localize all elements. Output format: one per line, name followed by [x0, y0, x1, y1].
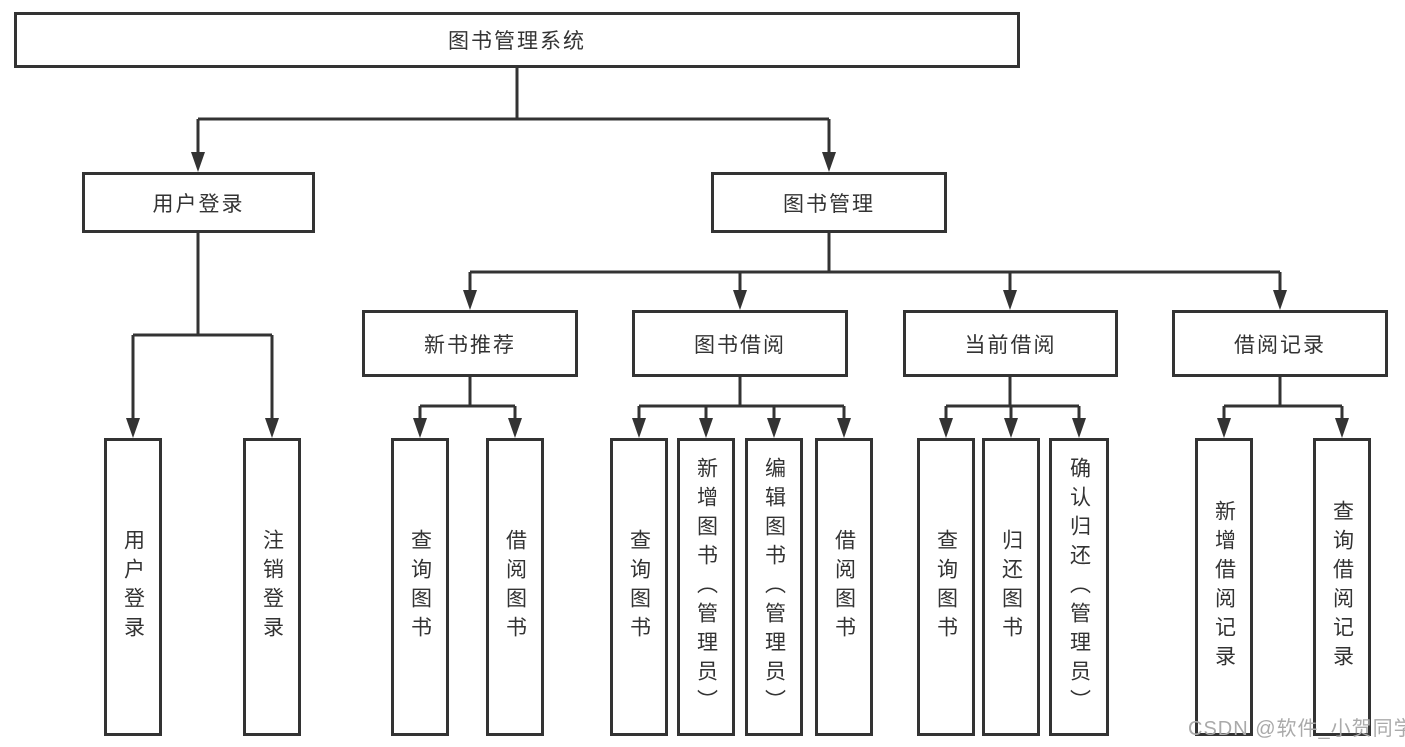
node-label: 图书管理 — [783, 192, 875, 216]
leaf-query-books-borrow: 查询图书 — [610, 438, 668, 736]
node-label: 用户登录 — [152, 192, 245, 216]
node-new-book-recommendation: 新书推荐 — [362, 310, 578, 377]
leaf-return-books: 归还图书 — [982, 438, 1040, 736]
leaf-borrow-books-recommend: 借阅图书 — [486, 438, 544, 736]
node-book-borrowing: 图书借阅 — [632, 310, 848, 377]
node-label: 新增图书（管理员） — [694, 456, 718, 718]
node-label: 借阅记录 — [1234, 333, 1326, 357]
node-label: 归还图书 — [999, 529, 1023, 645]
node-label: 新增借阅记录 — [1212, 500, 1236, 674]
arrowhead-icons — [126, 152, 1349, 438]
leaf-add-borrow-record: 新增借阅记录 — [1195, 438, 1253, 736]
node-label: 借阅图书 — [832, 529, 856, 645]
node-label: 图书管理系统 — [448, 30, 586, 53]
node-label: 注销登录 — [260, 529, 284, 645]
node-library-management-system: 图书管理系统 — [14, 12, 1020, 68]
leaf-logout: 注销登录 — [243, 438, 301, 736]
node-label: 用户登录 — [121, 529, 145, 645]
node-label: 查询图书 — [934, 529, 958, 645]
leaf-query-books-current: 查询图书 — [917, 438, 975, 736]
watermark: CSDN @软件_小贺同学 — [1188, 718, 1405, 740]
leaf-borrow-books: 借阅图书 — [815, 438, 873, 736]
leaf-edit-books-admin: 编辑图书（管理员） — [745, 438, 803, 736]
leaf-add-books-admin: 新增图书（管理员） — [677, 438, 735, 736]
leaf-confirm-return-admin: 确认归还（管理员） — [1049, 438, 1109, 736]
node-label: 编辑图书（管理员） — [762, 456, 786, 718]
node-book-management: 图书管理 — [711, 172, 947, 233]
node-label: 查询图书 — [408, 529, 432, 645]
node-current-borrowing: 当前借阅 — [903, 310, 1118, 377]
node-user-login: 用户登录 — [82, 172, 315, 233]
node-borrowing-records: 借阅记录 — [1172, 310, 1388, 377]
node-label: 确认归还（管理员） — [1067, 456, 1091, 718]
node-label: 当前借阅 — [964, 333, 1057, 357]
node-label: 借阅图书 — [503, 529, 527, 645]
node-label: 新书推荐 — [424, 333, 516, 357]
leaf-query-borrow-record: 查询借阅记录 — [1313, 438, 1371, 736]
leaf-user-login: 用户登录 — [104, 438, 162, 736]
node-label: 查询图书 — [627, 529, 651, 645]
node-label: 图书借阅 — [694, 333, 786, 357]
node-label: 查询借阅记录 — [1330, 500, 1354, 674]
leaf-query-books-recommend: 查询图书 — [391, 438, 449, 736]
